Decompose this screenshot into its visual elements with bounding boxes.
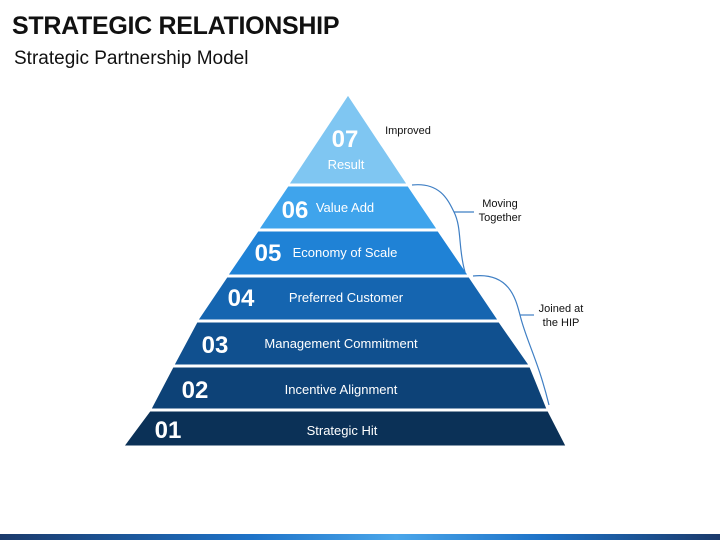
level-band xyxy=(288,94,408,185)
level-number: 01 xyxy=(155,417,182,444)
level-label: Result xyxy=(328,157,365,172)
level-band xyxy=(258,185,438,230)
level-band xyxy=(173,321,530,366)
pyramid-level-02: 02 Incentive Alignment xyxy=(150,366,548,410)
level-band xyxy=(227,230,469,276)
pyramid-level-07: 07 Result xyxy=(288,94,408,185)
annotation-moving-together-line1: Moving xyxy=(482,198,517,210)
slide-subtitle: Strategic Partnership Model xyxy=(14,48,249,69)
annotation-joined-at-hip-line1: Joined at xyxy=(539,303,584,315)
footer-accent-bar xyxy=(0,534,720,540)
level-band xyxy=(197,276,499,321)
slide-title: STRATEGIC RELATIONSHIP xyxy=(12,12,340,40)
annotation-joined-at-hip-line2: the HIP xyxy=(543,317,580,329)
level-band xyxy=(150,366,548,410)
level-label: Value Add xyxy=(316,200,374,215)
level-number: 02 xyxy=(182,377,209,404)
pyramid-level-06: 06 Value Add xyxy=(258,185,438,230)
pyramid-level-03: 03 Management Commitment xyxy=(173,321,530,366)
level-label: Incentive Alignment xyxy=(285,382,398,397)
level-label: Preferred Customer xyxy=(289,290,404,305)
pyramid-level-04: 04 Preferred Customer xyxy=(197,276,499,321)
level-number: 03 xyxy=(202,332,229,359)
annotation-moving-together-line2: Together xyxy=(479,212,522,224)
level-number: 07 xyxy=(332,126,359,153)
level-label: Strategic Hit xyxy=(307,423,378,438)
pyramid-level-01: 01 Strategic Hit xyxy=(123,410,567,447)
annotation-improved: Improved xyxy=(385,125,431,137)
level-band xyxy=(123,410,567,447)
pyramid-level-05: 05 Economy of Scale xyxy=(227,230,469,276)
level-label: Economy of Scale xyxy=(293,245,398,260)
level-number: 06 xyxy=(282,197,309,224)
level-number: 04 xyxy=(228,285,255,312)
level-label: Management Commitment xyxy=(264,336,418,351)
level-number: 05 xyxy=(255,240,282,267)
